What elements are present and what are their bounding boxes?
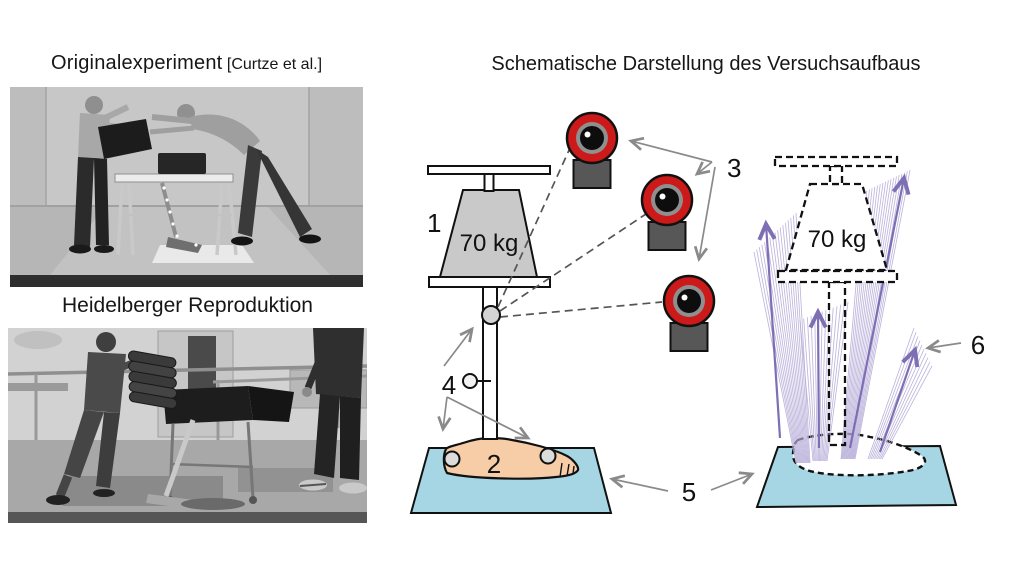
force-vector-arrows [757, 173, 920, 453]
ghost-stand-platform [776, 269, 899, 284]
ghost-weight-70kg [784, 182, 889, 272]
ghost-stand-pole [827, 280, 847, 447]
photo-reproduction-svg [8, 328, 367, 523]
motion-capture-camera-icon [662, 274, 716, 352]
person-carrying-weight [46, 332, 178, 505]
original-experiment-citation: [Curtze et al.] [226, 56, 323, 73]
photo-original-experiment-svg [10, 87, 363, 287]
callout-3: 3 [727, 153, 741, 183]
reflective-markers [443, 305, 557, 468]
schematic-title: Schematische Darstellung des Versuchsauf… [400, 53, 1012, 76]
reflective-marker-icon [481, 305, 501, 325]
stand-platform [428, 276, 551, 288]
reflective-marker-icon [462, 373, 478, 389]
weight-stack [98, 119, 152, 159]
schematic-title-text: Schematische Darstellung des Versuchsauf… [491, 53, 921, 75]
photo-reproduction [8, 328, 367, 523]
camera-sightlines [497, 147, 663, 318]
foot-model [442, 436, 580, 480]
ghost-handle-bar [773, 155, 899, 168]
handle-bar [427, 165, 551, 175]
weight-70kg [438, 189, 539, 278]
ghost-weight-stand [773, 155, 899, 447]
callout-2: 2 [487, 449, 501, 479]
motion-capture-camera-icon [640, 173, 694, 251]
black-box [158, 153, 206, 174]
callout-4: 4 [442, 370, 456, 400]
motion-capture-camera-icon [565, 111, 619, 189]
reproduction-title: Heidelberger Reproduktion [8, 294, 367, 318]
reflective-marker-icon [443, 450, 461, 468]
handle-stem [483, 173, 495, 192]
callout-1: 1 [427, 208, 441, 238]
ghost-foot-outline [791, 432, 927, 477]
prosthetic-leg [160, 182, 202, 253]
motion-capture-cameras [565, 111, 716, 352]
weight-label: 70 kg [460, 230, 519, 257]
white-mat [152, 245, 254, 263]
ghost-handle-stem [828, 164, 844, 186]
original-experiment-title: Originalexperiment [Curtze et al.] [10, 52, 363, 75]
reflective-marker-icon [539, 447, 557, 465]
original-experiment-title-text: Originalexperiment [50, 52, 223, 74]
person-left [69, 96, 133, 254]
photo-original-experiment [10, 87, 363, 287]
person-right [149, 104, 321, 246]
chair-apparatus [146, 386, 294, 510]
callout-arrows [437, 136, 962, 492]
callout-5: 5 [682, 477, 696, 507]
weight-stand: 70 kg [427, 165, 551, 440]
ghost-weight-label: 70 kg [808, 226, 867, 253]
reproduction-title-text: Heidelberger Reproduktion [62, 294, 313, 317]
person-walking [299, 328, 367, 494]
callout-6: 6 [971, 330, 985, 360]
